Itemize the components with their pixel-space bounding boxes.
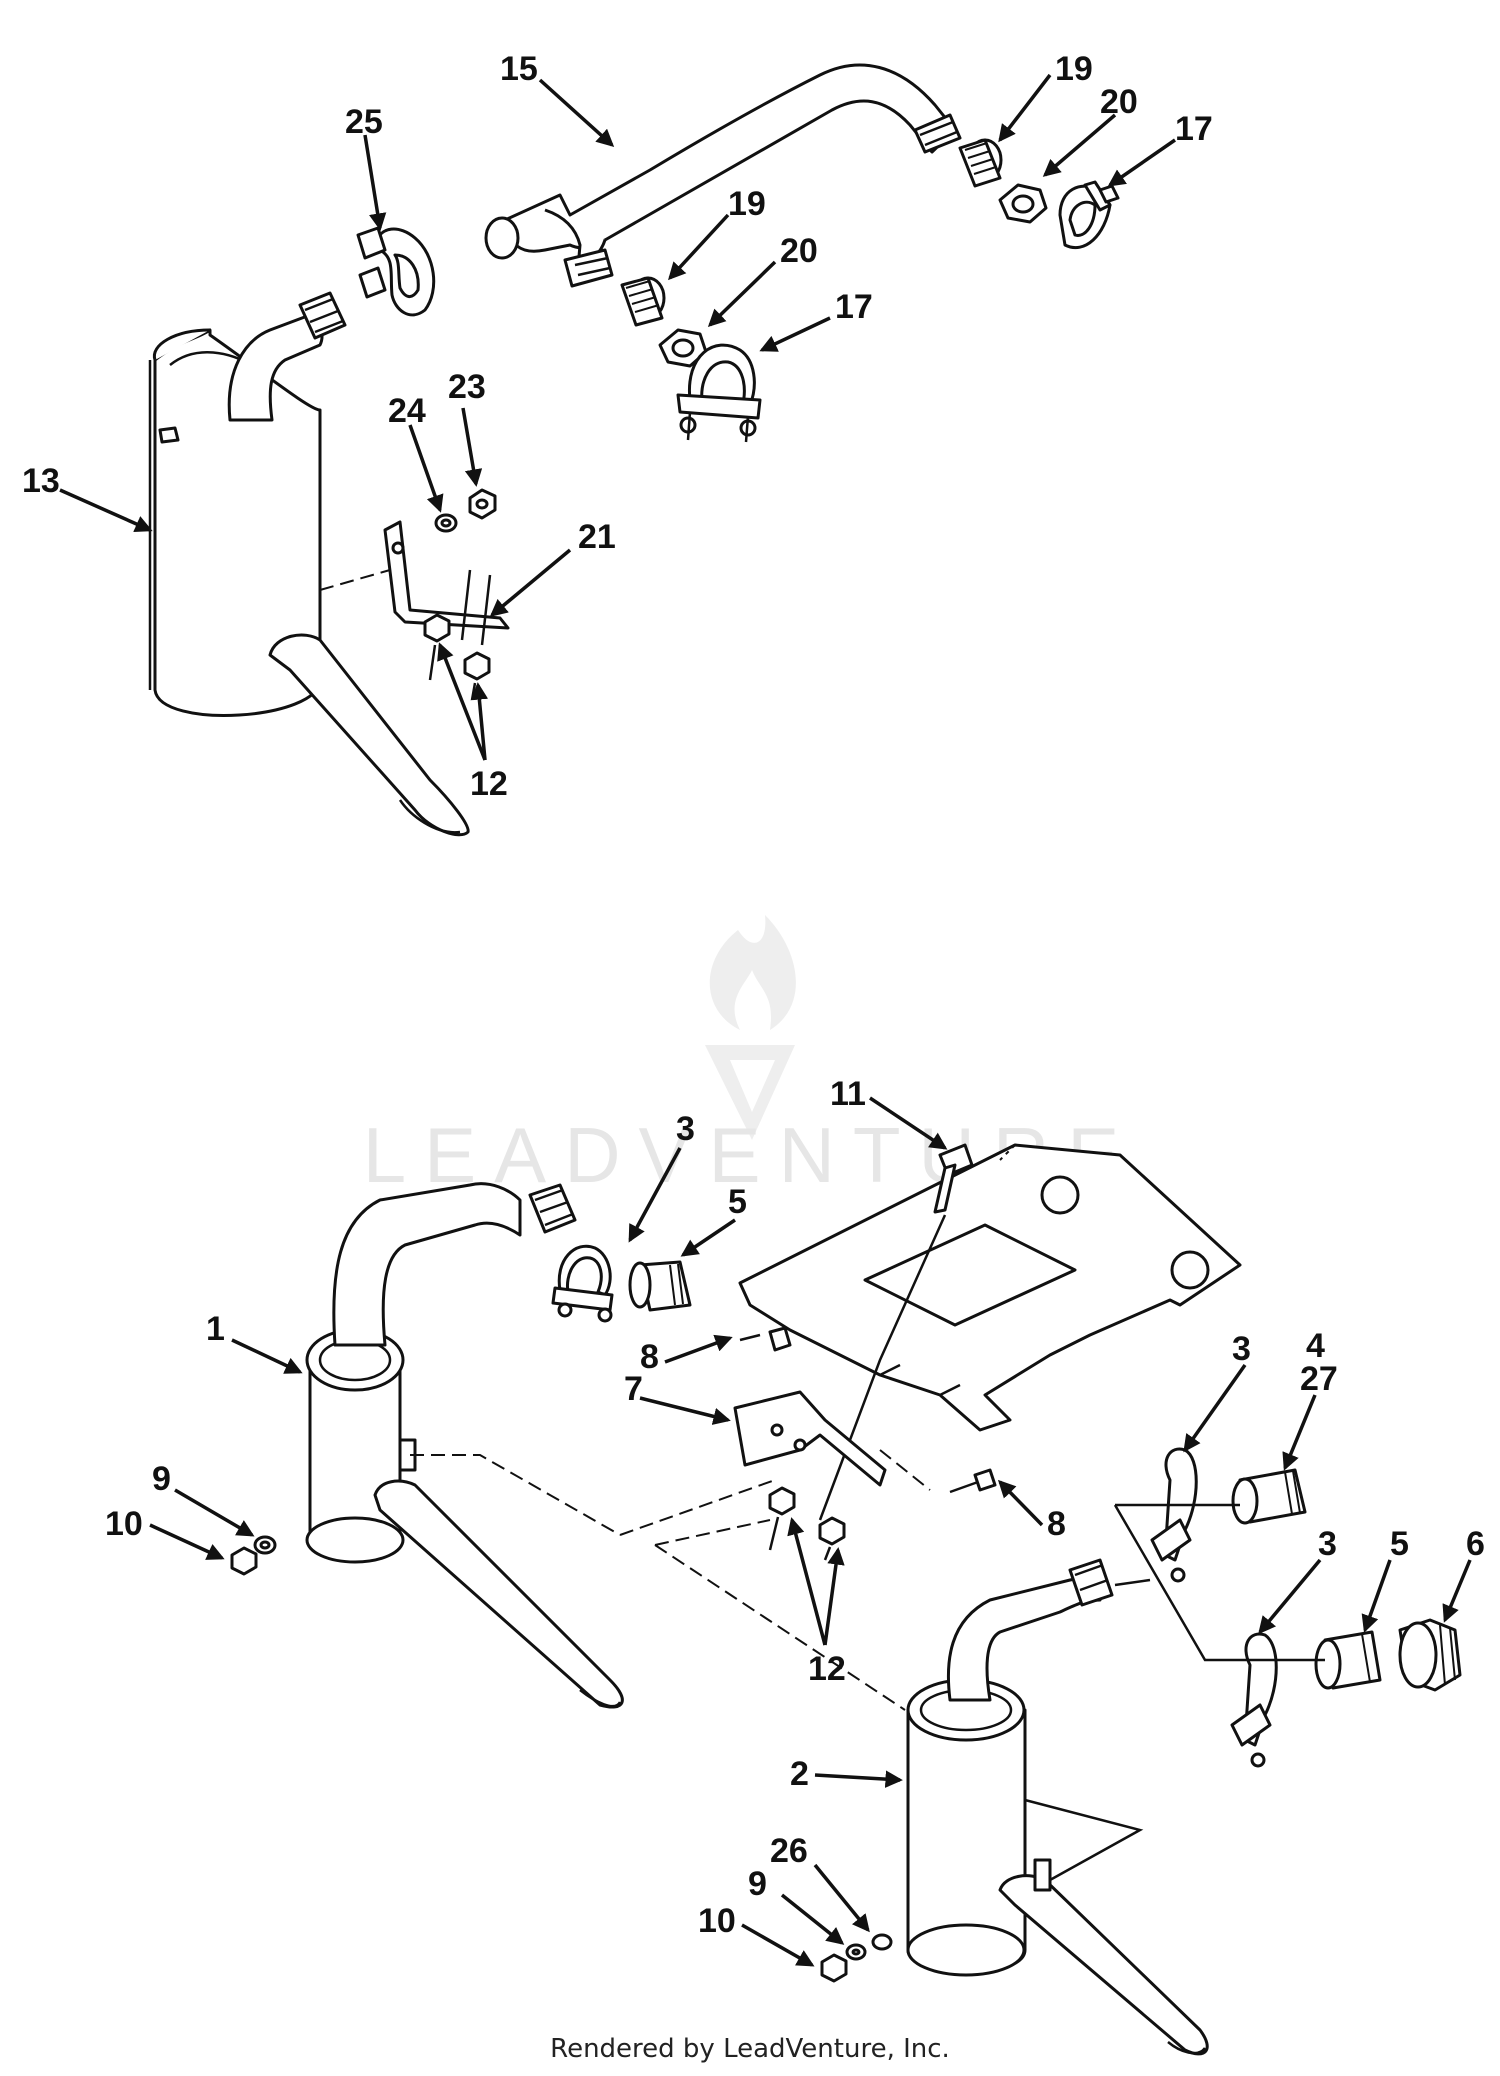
part-3-clamp-right-bottom [1230,1632,1278,1768]
part-10-nut-left [230,1546,258,1576]
leader-arrows [59,73,1472,1967]
callout-3-right-bottom: 3 [1318,1525,1337,1563]
callout-26: 26 [770,1832,808,1870]
part-9-washer-left [253,1535,277,1555]
callout-12-lower: 12 [808,1650,846,1688]
callout-10-right: 10 [698,1902,736,1940]
part-12-nuts-bottom [768,1486,846,1561]
part-17-clamp-right [1058,180,1120,250]
part-25-clamp [356,226,436,317]
part-5-nipple-lower [1314,1630,1382,1690]
assembly-lines-bottom [410,1144,1325,1882]
part-4-27-nipple [1231,1468,1307,1525]
callout-25: 25 [345,103,383,141]
part-11-bolt [818,1143,974,1521]
callout-6: 6 [1466,1525,1485,1563]
callout-7: 7 [624,1370,643,1408]
callout-8-upper: 8 [640,1338,659,1376]
callout-4: 4 [1306,1327,1325,1365]
callout-2: 2 [790,1755,809,1793]
callout-17-lower: 17 [835,288,873,326]
part-21-bracket [383,520,510,646]
callout-numbers: 15 19 20 17 25 19 20 17 23 24 13 21 12 1… [22,50,1485,1940]
callout-17-upper: 17 [1175,110,1213,148]
part-17-clamp-left [676,343,762,443]
callout-8-right: 8 [1047,1505,1066,1543]
part-2-muffler-right [906,1558,1209,2056]
callout-3-upper: 3 [676,1110,695,1148]
callout-11: 11 [830,1075,866,1113]
callout-19-lower: 19 [728,185,766,223]
callout-1: 1 [206,1310,225,1348]
callout-21: 21 [578,518,616,556]
part-3-clamp-upper [551,1244,614,1323]
top-assembly-line [319,569,391,591]
part-13-heat-shield-muffler [148,291,470,837]
callout-20-lower: 20 [780,232,818,270]
part-19-nipple-right [958,138,1003,188]
part-19-nipple-left [620,276,666,327]
part-1-muffler-left [305,1182,624,1709]
callout-9-right: 9 [748,1865,767,1903]
callout-24: 24 [388,392,426,430]
callout-3-right-top: 3 [1232,1330,1251,1368]
callout-9-left: 9 [152,1460,171,1498]
callout-10-left: 10 [105,1505,143,1543]
part-15-exhaust-pipe [484,63,962,288]
part-24-lock-washer [434,513,458,533]
mounting-plate [738,1143,1242,1432]
part-6-adapter [1398,1618,1462,1692]
part-5-nipple-upper [628,1260,692,1312]
part-10-nut-right [820,1953,848,1983]
part-8-bolt-upper [739,1326,792,1352]
footer-credit: Rendered by LeadVenture, Inc. [550,2034,950,2064]
callout-13: 13 [22,462,60,500]
part-3-clamp-right-top [1150,1447,1198,1583]
part-9-washer-right [845,1943,867,1961]
part-26-washer [871,1933,893,1951]
callout-5-upper: 5 [728,1183,747,1221]
callout-15: 15 [500,50,538,88]
callout-5-lower: 5 [1390,1525,1409,1563]
part-8-bolt-right [949,1468,997,1494]
part-20-washer-right [998,183,1048,224]
callout-19-upper: 19 [1055,50,1093,88]
callout-23: 23 [448,368,486,406]
callout-20-upper: 20 [1100,83,1138,121]
callout-27: 27 [1300,1360,1338,1398]
part-7-bracket [733,1390,887,1487]
part-23-nut [468,488,497,520]
callout-12-upper: 12 [470,765,508,803]
